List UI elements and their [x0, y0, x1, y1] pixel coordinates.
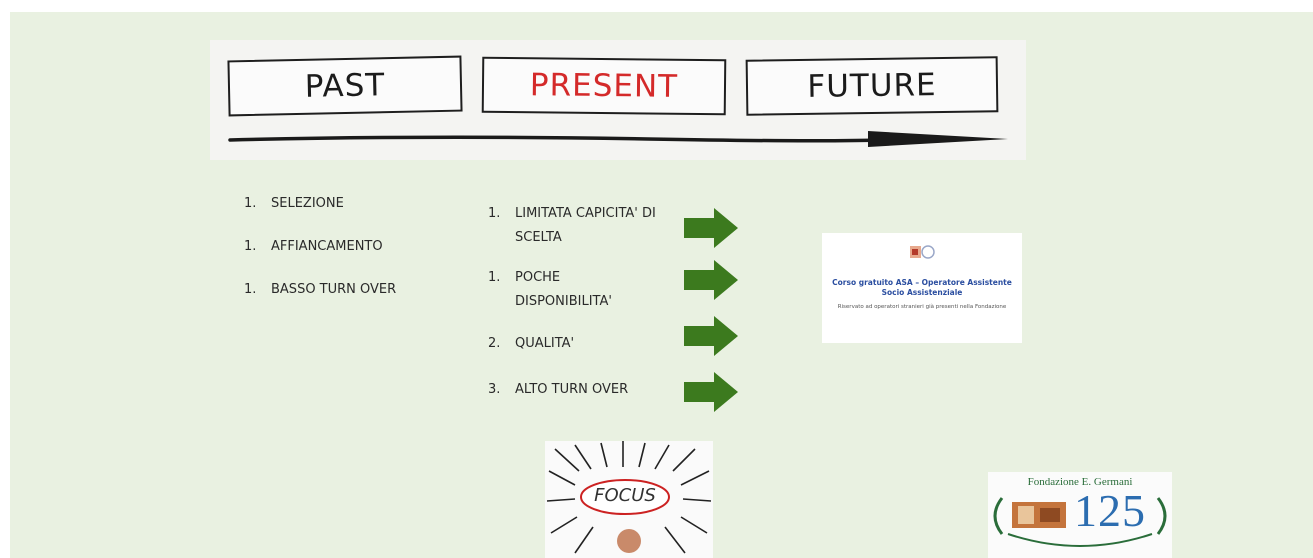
list-item-text: QUALITA': [515, 336, 575, 351]
list-item: 2. QUALITA': [488, 332, 675, 356]
list-item-number: 1.: [244, 196, 257, 211]
list-item-text: BASSO TURN OVER: [271, 282, 397, 297]
course-title: Corso gratuito ASA – Operatore Assistent…: [832, 278, 1012, 297]
course-logo-icon: [910, 245, 935, 259]
right-arrow-icon: [684, 316, 738, 356]
present-box: PRESENT: [481, 56, 727, 116]
list-item: 1. AFFIANCAMENTO: [244, 239, 396, 282]
list-item: 1. POCHE DISPONIBILITA': [488, 266, 625, 314]
right-arrow-icon: [684, 260, 738, 300]
list-item-text: POCHE DISPONIBILITA': [515, 270, 612, 309]
future-box: FUTURE: [745, 56, 999, 116]
focus-arrows-icon: [546, 441, 712, 554]
foundation-name: Fondazione E. Germani: [1027, 476, 1133, 488]
right-arrow-icon: [684, 208, 738, 248]
timeline-arrow-icon: [228, 131, 1008, 147]
list-item: 3. ALTO TURN OVER: [488, 378, 675, 402]
list-item-text: LIMITATA CAPICITA' DI SCELTA: [515, 206, 656, 245]
list-item-text: AFFIANCAMENTO: [271, 239, 383, 254]
list-item-number: 1.: [244, 239, 257, 254]
past-box: PAST: [227, 55, 463, 117]
right-arrow-icon: [684, 372, 738, 412]
course-card: Corso gratuito ASA – Operatore Assistent…: [822, 233, 1022, 343]
timeline-banner: PAST PRESENT FUTURE: [210, 40, 1026, 160]
foundation-logo: Fondazione E. Germani 125: [988, 472, 1172, 558]
list-item-number: 1.: [488, 206, 501, 221]
focus-label: FOCUS: [594, 485, 656, 506]
list-item-text: SELEZIONE: [271, 196, 344, 211]
list-item-number: 3.: [488, 382, 501, 397]
list-item: 1. SELEZIONE: [244, 196, 396, 239]
past-list: 1. SELEZIONE 1. AFFIANCAMENTO 1. BASSO T…: [244, 196, 396, 325]
list-item-number: 2.: [488, 336, 501, 351]
foundation-number: 125: [1074, 485, 1146, 536]
focus-image: FOCUS: [545, 441, 713, 558]
list-item: 1. BASSO TURN OVER: [244, 282, 396, 325]
foundation-emblem-icon: [993, 497, 1167, 547]
list-item: 1. LIMITATA CAPICITA' DI SCELTA: [488, 202, 675, 250]
list-item-number: 1.: [488, 270, 501, 285]
course-subtitle: Riservato ad operatori stranieri già pre…: [837, 304, 1007, 310]
list-item-text: ALTO TURN OVER: [515, 382, 629, 397]
list-item-number: 1.: [244, 282, 257, 297]
